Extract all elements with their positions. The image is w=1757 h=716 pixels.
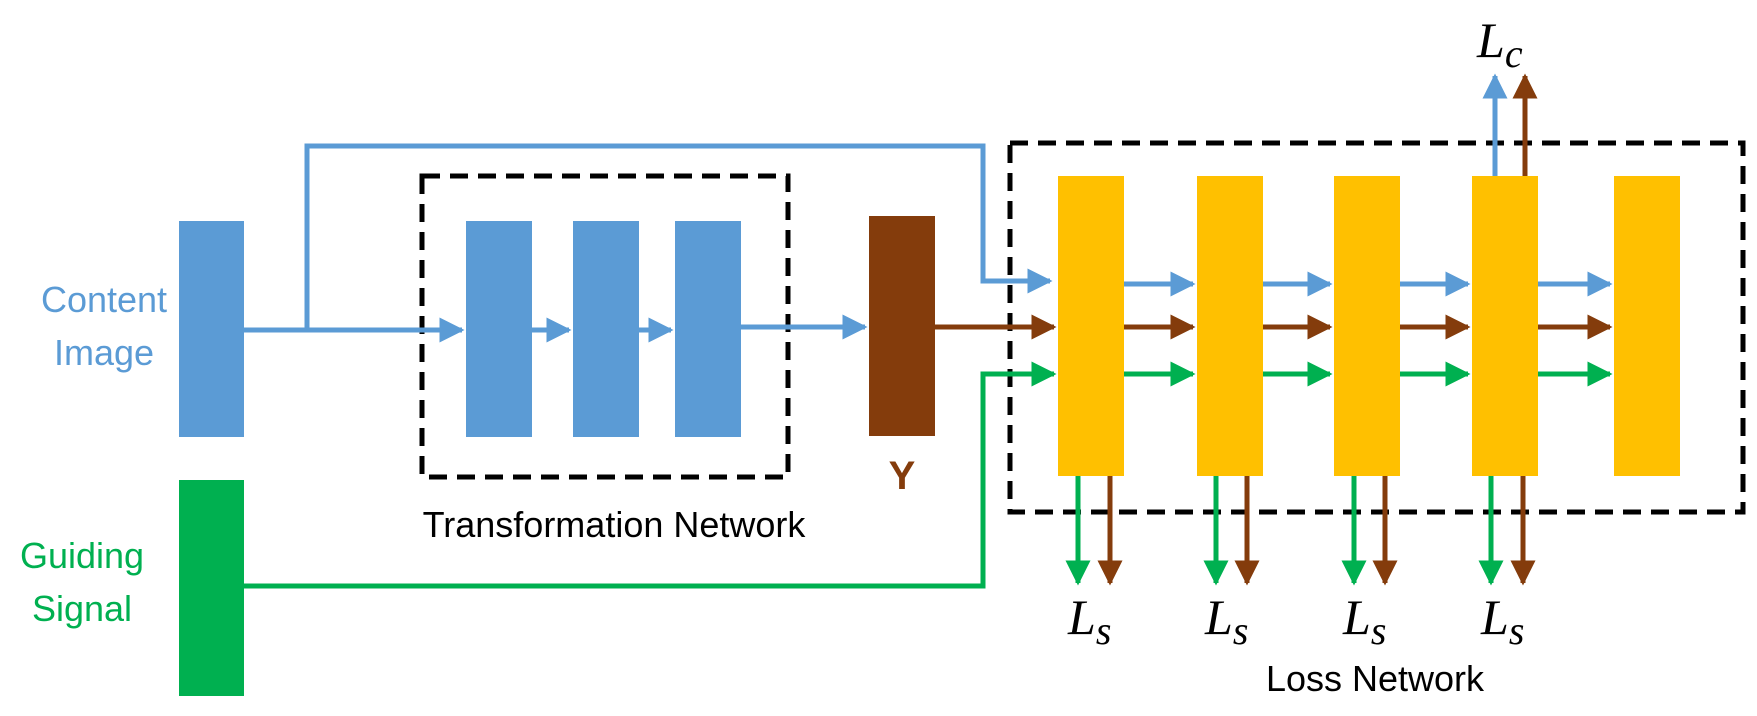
transformation-network-label: Transformation Network: [423, 504, 807, 545]
style-loss-label-1: Ls: [1067, 589, 1111, 653]
loss-arrows-1-2: [1124, 271, 1196, 387]
guiding-signal-label-line1: Guiding: [20, 535, 144, 576]
style-loss-label-4: Ls: [1480, 589, 1524, 653]
loss-arrows-3-4: [1400, 271, 1471, 387]
style-loss-label-2: Ls: [1204, 589, 1248, 653]
style-loss-arrows-1: [1065, 476, 1123, 586]
style-loss-arrows-3: [1341, 476, 1398, 586]
loss-layer-4: [1472, 176, 1538, 476]
style-loss-main-3: L: [1342, 589, 1371, 645]
style-loss-arrows-4: [1478, 476, 1536, 586]
style-loss-sub-4: s: [1509, 608, 1525, 653]
content-loss-main: L: [1476, 12, 1505, 68]
style-loss-arrows-2: [1203, 476, 1260, 586]
loss-layer-2: [1197, 176, 1263, 476]
loss-layer-1: [1058, 176, 1124, 476]
guiding-signal-block: [179, 480, 244, 696]
style-loss-main-2: L: [1204, 589, 1233, 645]
loss-arrows-2-3: [1263, 271, 1333, 387]
loss-layer-3: [1334, 176, 1400, 476]
loss-arrows-4-5: [1538, 271, 1613, 387]
content-image-label-line1: Content: [41, 279, 167, 320]
output-y-label: Y: [889, 454, 916, 498]
content-image-label-line2: Image: [54, 332, 154, 373]
content-image-block: [179, 221, 244, 437]
guiding-signal-label-line2: Signal: [32, 588, 132, 629]
style-loss-main-4: L: [1480, 589, 1509, 645]
content-loss-sub: c: [1505, 31, 1523, 76]
style-loss-label-3: Ls: [1342, 589, 1386, 653]
style-loss-sub-1: s: [1096, 608, 1112, 653]
transform-layer-2: [573, 221, 639, 437]
transform-layer-3: [675, 221, 741, 437]
transform-layer-1: [466, 221, 532, 437]
style-loss-sub-2: s: [1233, 608, 1249, 653]
content-skip-connection: [304, 143, 1053, 330]
style-loss-sub-3: s: [1371, 608, 1387, 653]
guiding-signal-connection: [244, 361, 1057, 589]
style-loss-main-1: L: [1067, 589, 1096, 645]
content-loss-label: Lc: [1476, 12, 1523, 76]
loss-network-label: Loss Network: [1266, 658, 1485, 699]
loss-layer-5: [1614, 176, 1680, 476]
output-y-block: [869, 216, 935, 436]
